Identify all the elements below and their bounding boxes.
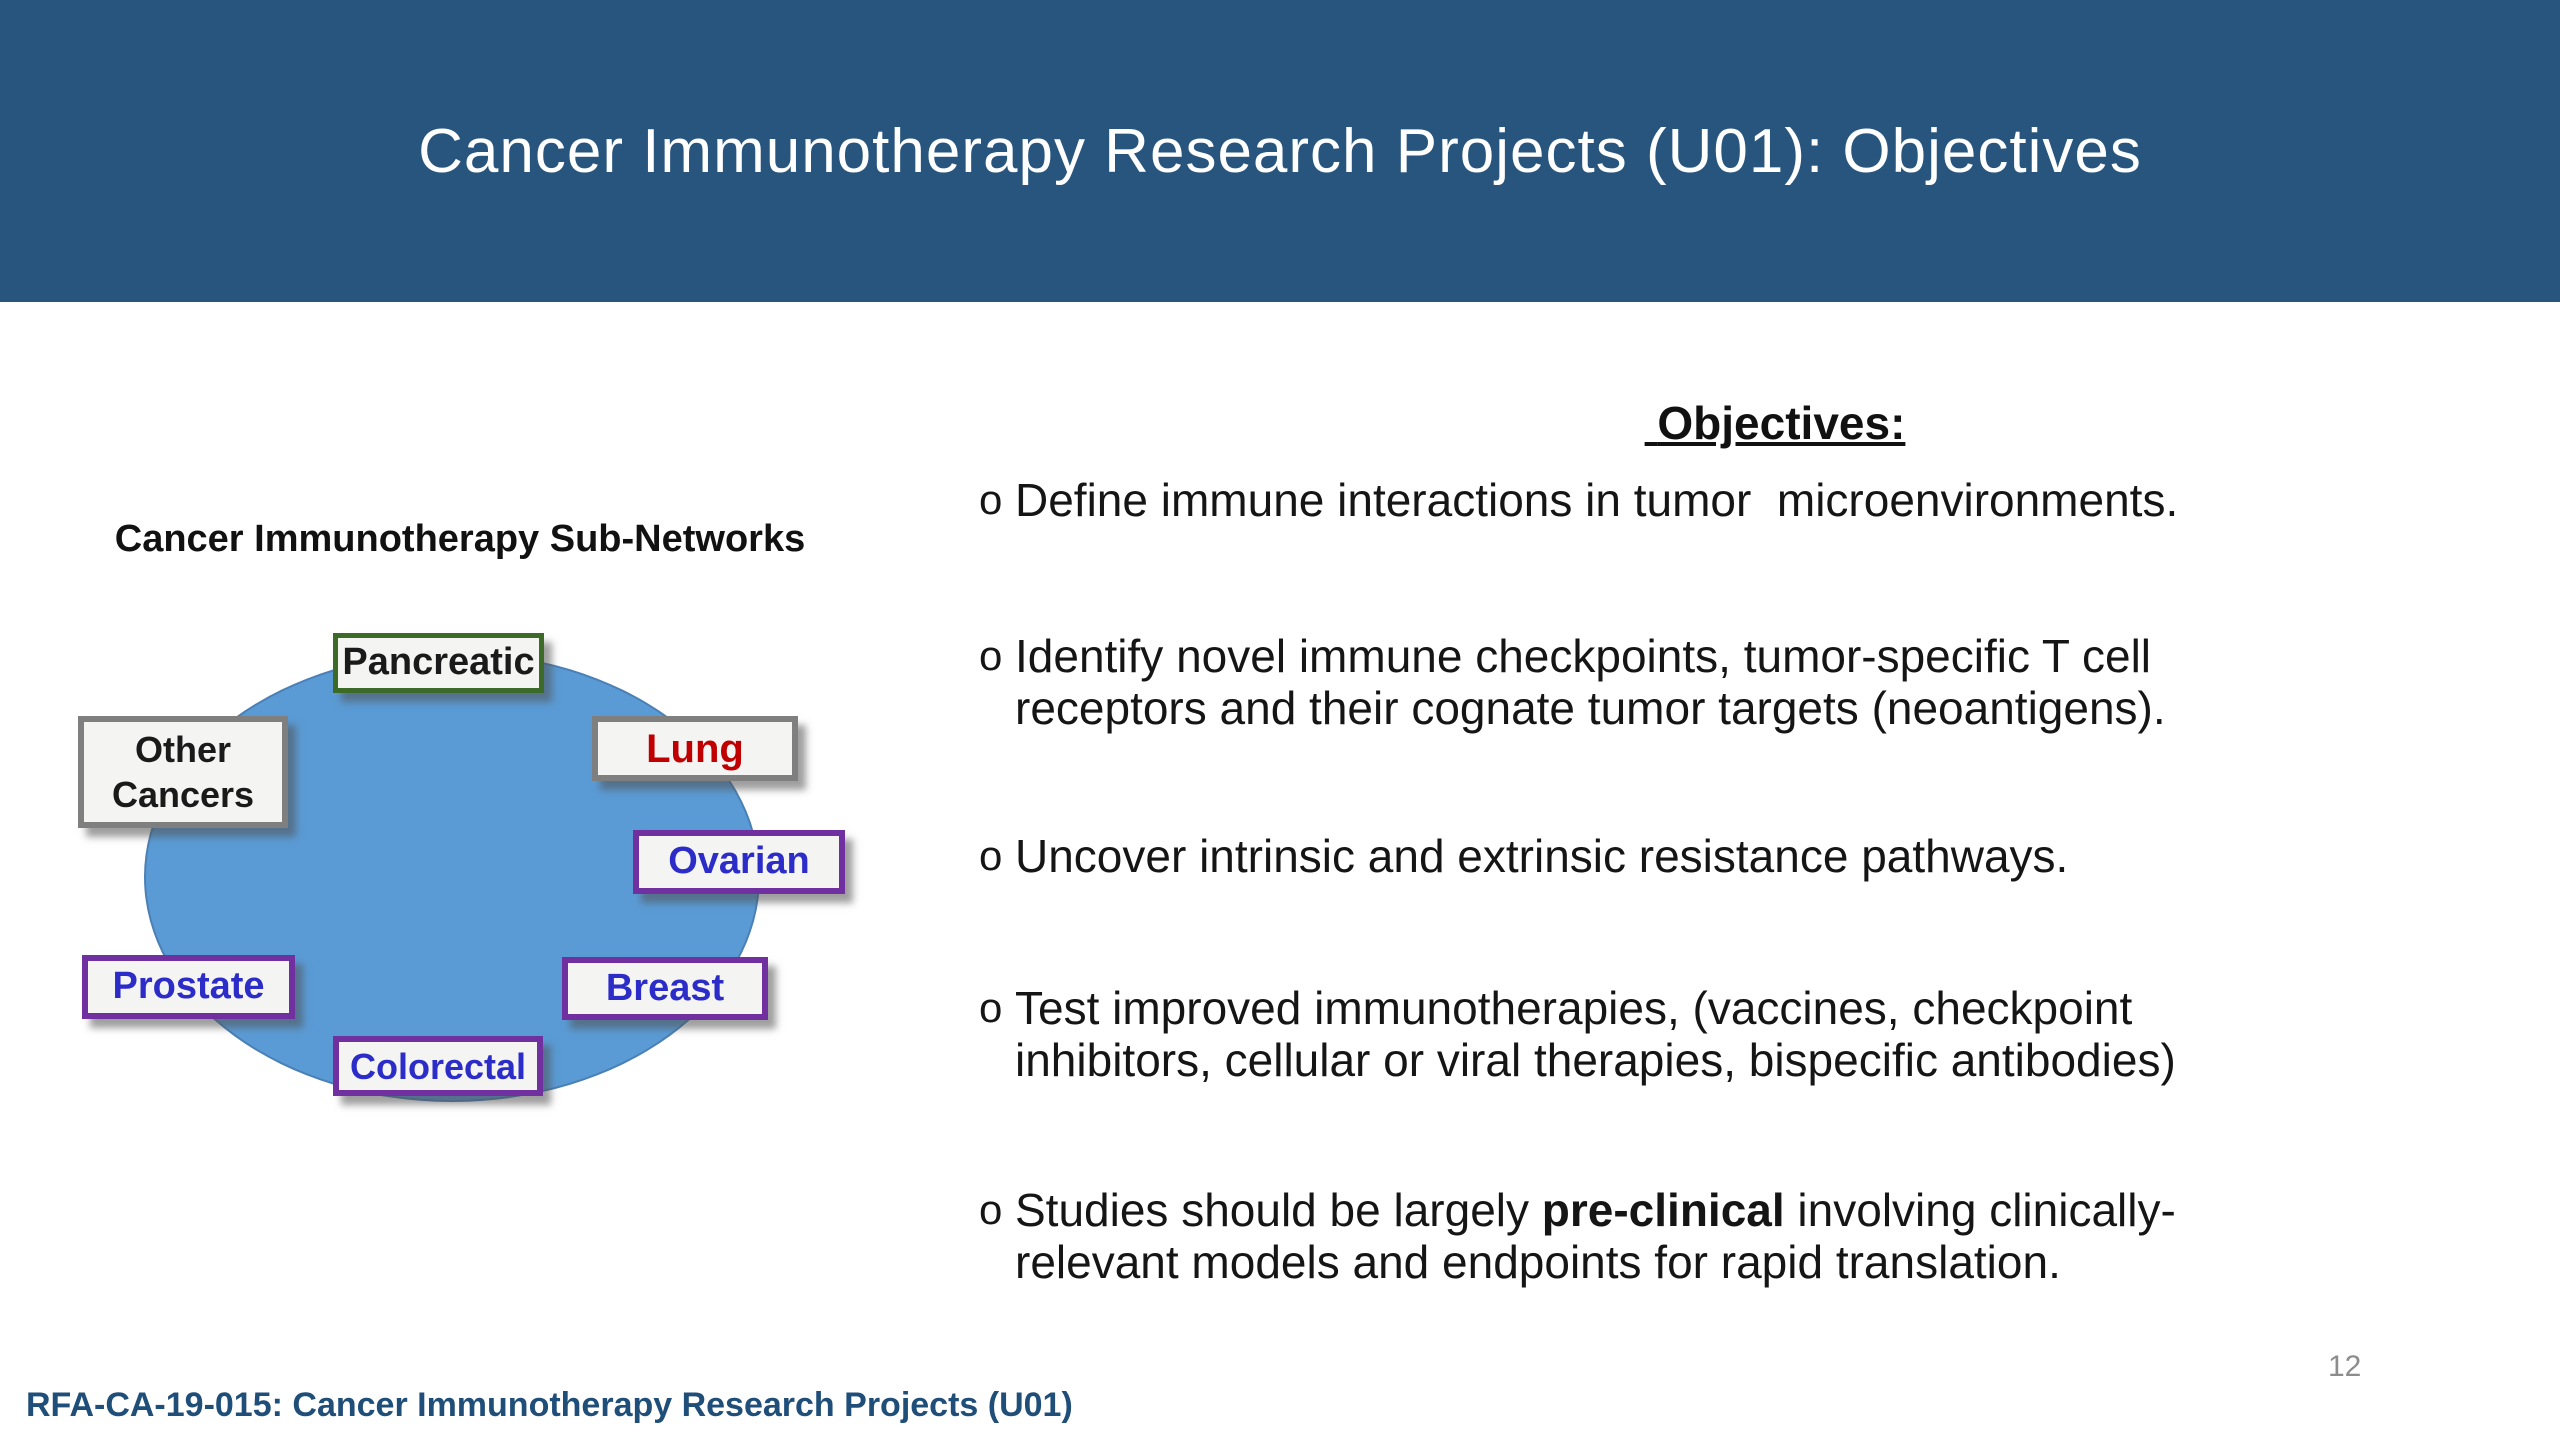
objective-text-segment: involving clinically- relevant models an… <box>1015 1184 2176 1288</box>
bullet-circle-icon: o <box>979 1186 1003 1233</box>
node-label: Pancreatic <box>342 641 535 684</box>
node-label: Prostate <box>112 965 265 1008</box>
bullet-circle-icon: o <box>979 984 1003 1031</box>
node-pancreatic: Pancreatic <box>333 633 544 693</box>
objective-text: Test improved immunotherapies, (vaccines… <box>1015 982 2176 1086</box>
objective-item: o Studies should be largely pre-clinical… <box>975 1184 2515 1288</box>
node-label: Lung <box>646 726 744 771</box>
objective-text: Uncover intrinsic and extrinsic resistan… <box>1015 830 2069 882</box>
objective-text: Identify novel immune checkpoints, tumor… <box>1015 630 2166 734</box>
objective-text: Studies should be largely pre-clinical i… <box>1015 1184 2176 1288</box>
node-colorectal: Colorectal <box>333 1036 543 1096</box>
diagram-title: Cancer Immunotherapy Sub-Networks <box>114 518 806 560</box>
objective-text-bold-segment: pre-clinical <box>1541 1184 1785 1236</box>
node-label: Breast <box>605 966 725 1009</box>
title-banner: Cancer Immunotherapy Research Projects (… <box>0 0 2560 302</box>
objective-text-segment: Studies should be largely <box>1015 1184 1542 1236</box>
objective-text: Define immune interactions in tumor micr… <box>1015 474 2179 526</box>
objective-item: o Define immune interactions in tumor mi… <box>975 474 2515 526</box>
bullet-circle-icon: o <box>979 632 1003 679</box>
node-ovarian: Ovarian <box>633 830 845 894</box>
objective-item: o Identify novel immune checkpoints, tum… <box>975 630 2515 734</box>
objectives-heading: Objectives: <box>1644 397 1906 449</box>
node-label: Colorectal <box>349 1045 527 1087</box>
page-number: 12 <box>2328 1350 2362 1383</box>
bullet-circle-icon: o <box>979 832 1003 879</box>
node-other-cancers: Other Cancers <box>78 716 288 828</box>
node-label: Ovarian <box>668 840 810 883</box>
bullet-circle-icon: o <box>979 476 1003 523</box>
node-prostate: Prostate <box>82 955 295 1019</box>
node-breast: Breast <box>562 957 768 1020</box>
footer-reference: RFA-CA-19-015: Cancer Immunotherapy Rese… <box>26 1386 1073 1424</box>
objective-item: o Test improved immunotherapies, (vaccin… <box>975 982 2515 1086</box>
slide-title: Cancer Immunotherapy Research Projects (… <box>418 116 2142 186</box>
node-label: Other Cancers <box>111 729 255 815</box>
node-lung: Lung <box>592 716 798 781</box>
objective-item: o Uncover intrinsic and extrinsic resist… <box>975 830 2515 882</box>
